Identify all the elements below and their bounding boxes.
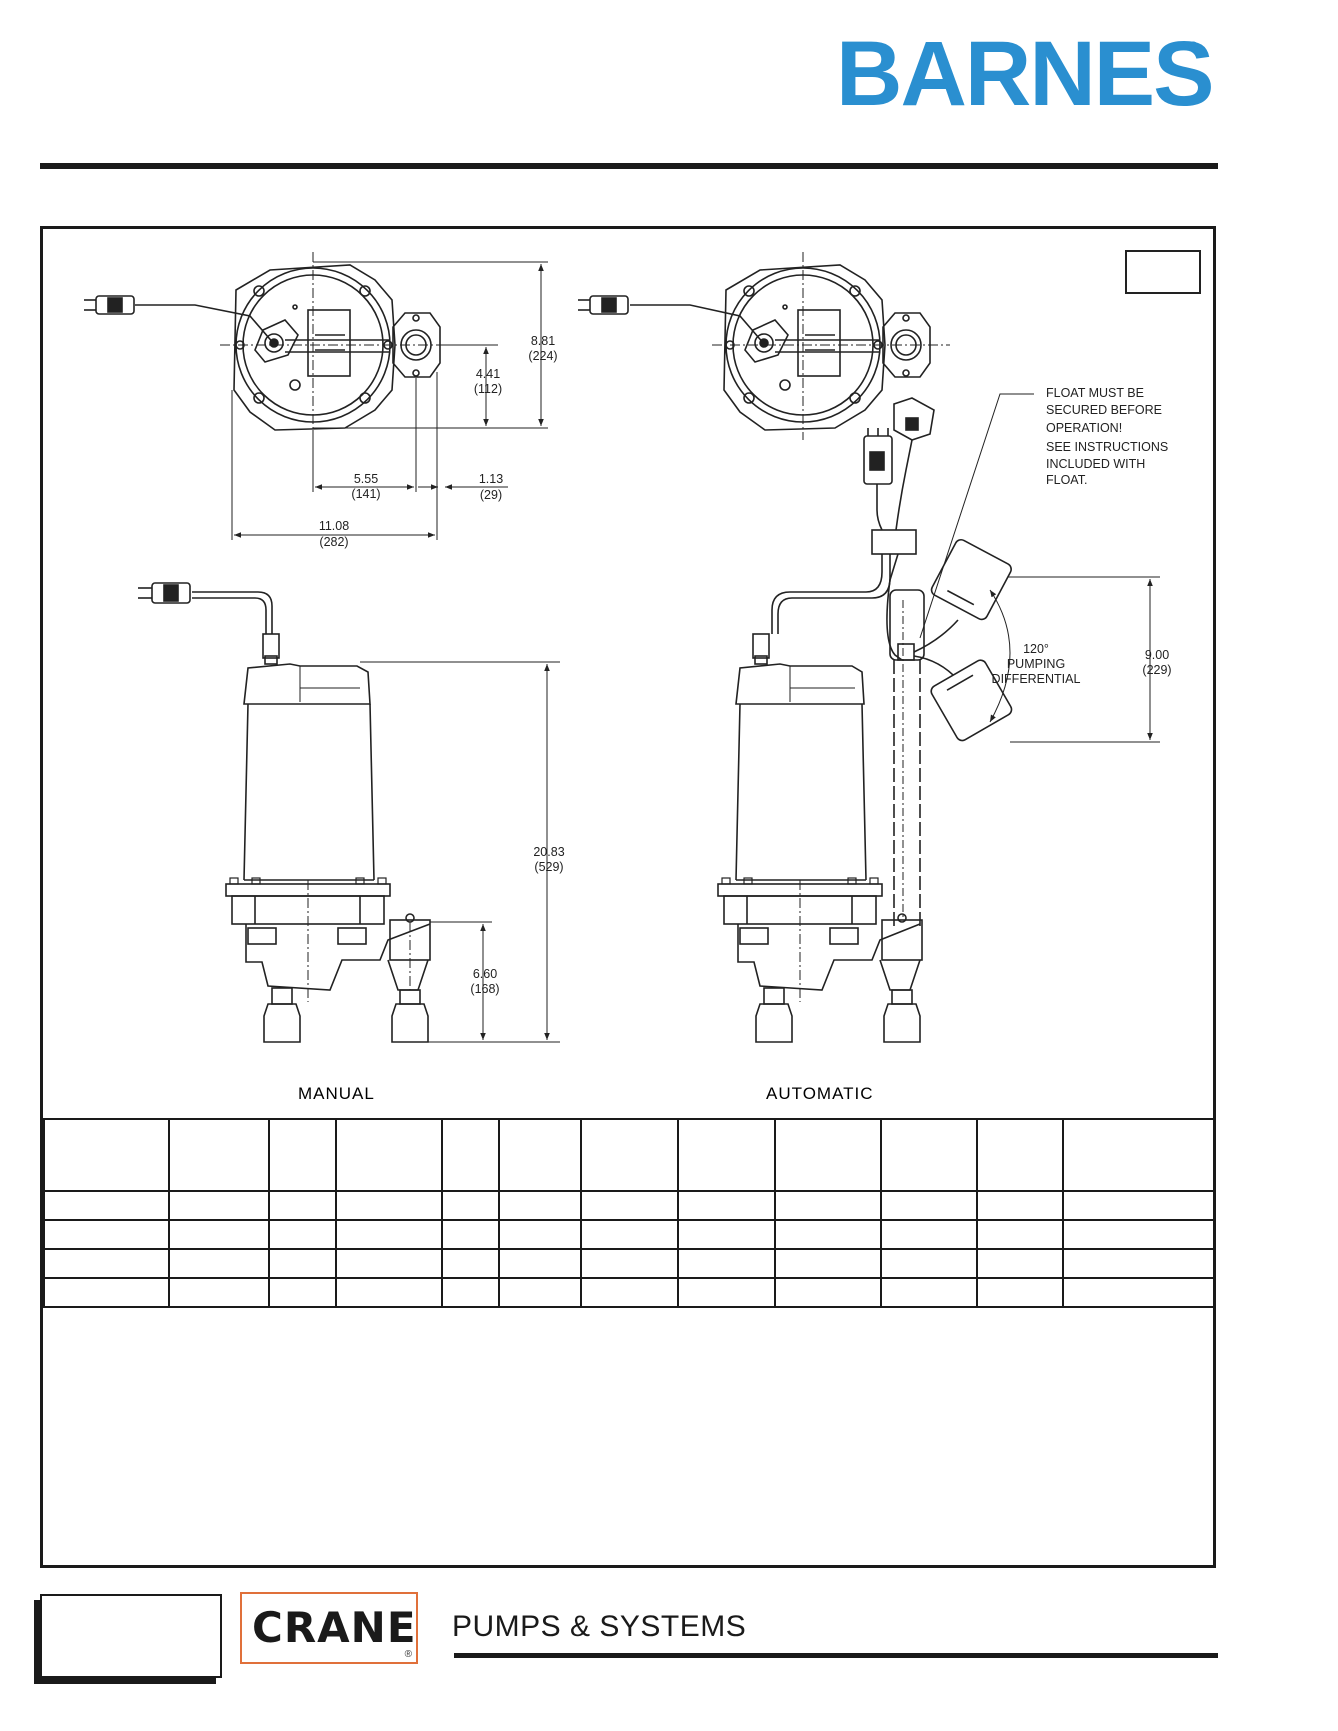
float-note-line-1: FLOAT MUST BE [1046,386,1144,400]
notes-area [43,1306,1213,1564]
table-row [43,1190,1215,1221]
drawing-frame [40,226,1216,1568]
pumping-differential-line-2: DIFFERENTIAL [992,672,1081,686]
float-note-line-4: SEE INSTRUCTIONS [1046,440,1168,454]
header-rule [40,163,1218,169]
dim-half-height: 4.41 [476,367,500,381]
dim-flange: 1.13 [479,472,503,486]
automatic-caption: AUTOMATIC [766,1084,874,1102]
dim-center-to-discharge-mm: (141) [351,487,380,501]
dim-float-range: 9.00 [1145,648,1169,662]
table-row [43,1248,1215,1279]
float-note-line-2: SECURED BEFORE [1046,403,1162,417]
barnes-logo-text: BARNES [836,23,1214,125]
crane-logo: CRANE ® [240,1592,418,1664]
dim-pump-height-mm: (529) [534,860,563,874]
float-note-line-5: INCLUDED WITH [1046,457,1145,471]
dim-center-to-discharge: 5.55 [354,472,378,486]
dim-float-range-mm: (229) [1142,663,1171,677]
float-angle-label: 120° [1023,642,1049,656]
spec-table [43,1118,1215,1308]
manual-caption: MANUAL [298,1084,375,1102]
dim-half-height-mm: (112) [474,382,502,396]
dim-overall-height-mm: (224) [528,349,557,363]
table-row [43,1277,1215,1308]
barnes-registered-mark: ® [1188,38,1199,54]
dim-overall-width: 11.08 [319,519,349,533]
manual-side-view [138,582,560,1043]
spec-table-header-row [43,1118,1215,1192]
automatic-top-view [578,252,950,440]
revision-box [1125,250,1201,294]
footer-rule [454,1653,1218,1658]
automatic-side-view [717,393,1160,1043]
float-note-line-6: FLOAT. [1046,473,1087,487]
table-row [43,1219,1215,1250]
dim-discharge-height-mm: (168) [470,982,499,996]
dim-flange-mm: (29) [480,488,502,502]
float-note-line-3: OPERATION! [1046,421,1122,435]
footer-tagline: PUMPS & SYSTEMS [452,1610,747,1643]
crane-registered-mark: ® [404,1649,412,1660]
barnes-logo: BARNES ® [836,26,1214,122]
pumping-differential-line-1: PUMPING [1007,657,1065,671]
dim-overall-height: 8.81 [531,334,555,348]
manual-top-view [84,252,548,540]
dim-discharge-height: 6.60 [473,967,497,981]
dim-overall-width-mm: (282) [319,535,348,549]
crane-logo-text: CRANE [252,1603,417,1652]
model-number-box [40,1594,222,1678]
dim-pump-height: 20.83 [533,845,564,859]
